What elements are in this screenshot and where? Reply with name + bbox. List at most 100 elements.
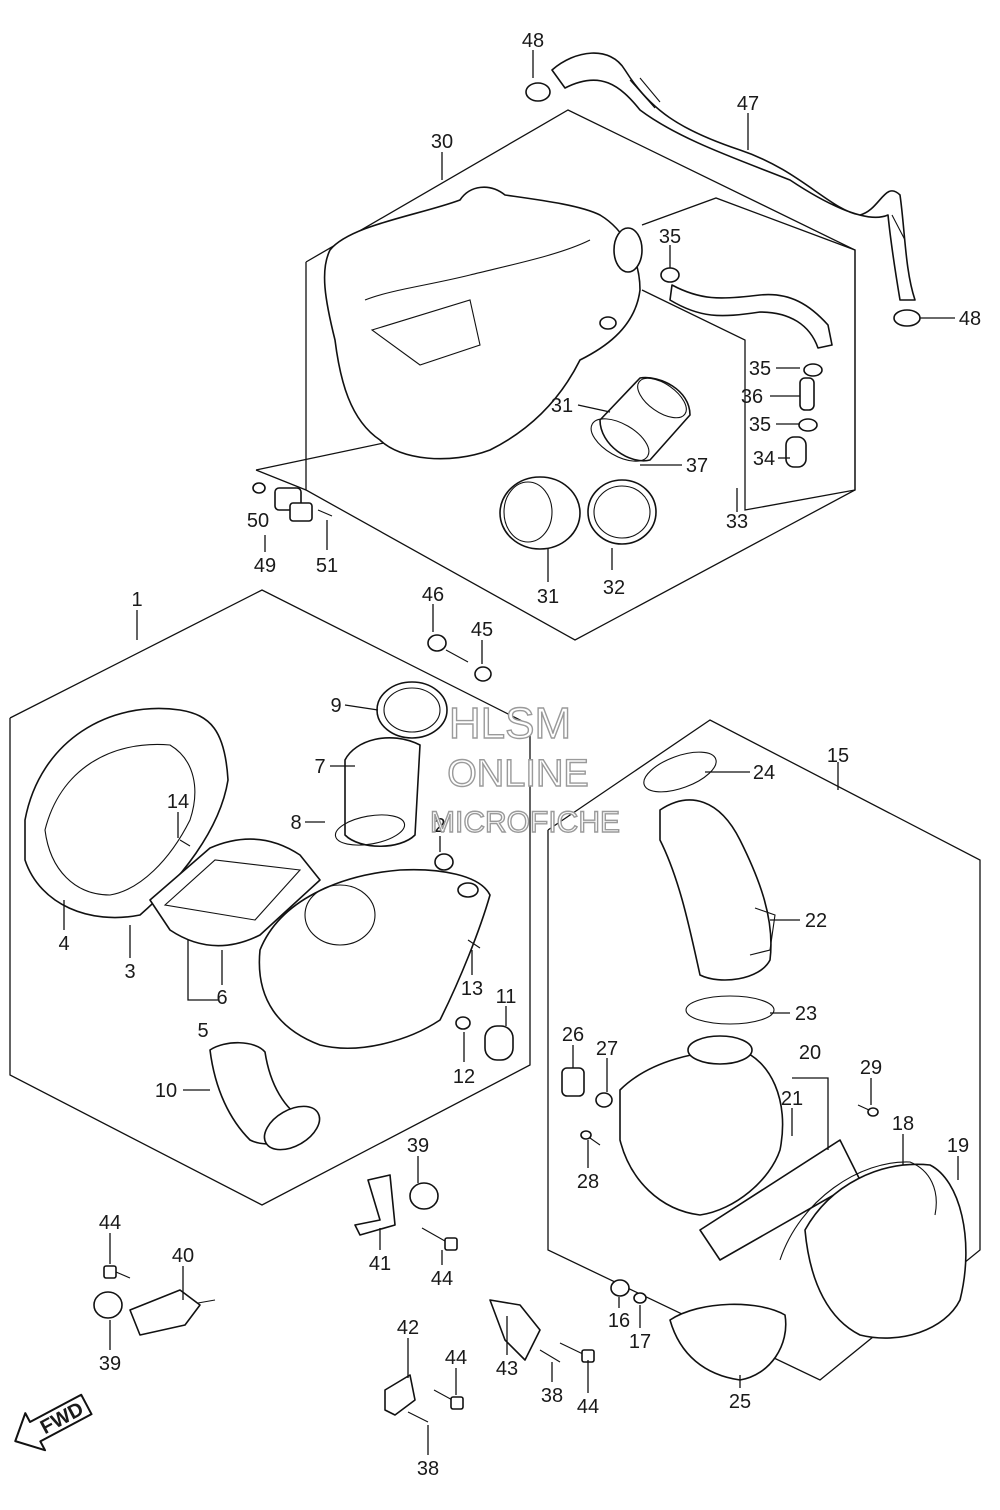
callout-22: 22	[805, 910, 827, 932]
callout-labels: 48 47 48 30 35 35 36 35 34 33 31 37 31 3…	[58, 30, 981, 1480]
callout-48-top: 48	[522, 30, 544, 52]
callout-35-low: 35	[749, 414, 771, 436]
clamp-23	[685, 995, 775, 1025]
hose-clamp-48-right	[893, 309, 921, 327]
watermark-line-1: HLSM	[449, 699, 571, 748]
clamp-32	[587, 479, 657, 545]
callout-42: 42	[397, 1317, 419, 1339]
clamp-12	[455, 1016, 471, 1030]
cover-19	[804, 1163, 967, 1339]
bracket-40	[129, 1289, 216, 1336]
callout-10: 10	[155, 1080, 177, 1102]
callout-39-upper: 39	[407, 1135, 429, 1157]
callout-7: 7	[314, 756, 325, 778]
drain-hose-33	[660, 267, 833, 468]
callout-36: 36	[741, 386, 763, 408]
callout-30: 30	[431, 131, 453, 153]
callout-12: 12	[453, 1066, 475, 1088]
duct-25	[669, 1303, 787, 1381]
callout-9: 9	[330, 695, 341, 717]
callout-50: 50	[247, 510, 269, 532]
air-cleaner-cover-4	[24, 707, 229, 919]
callout-25: 25	[729, 1391, 751, 1413]
callout-16: 16	[608, 1310, 630, 1332]
callout-18: 18	[892, 1113, 914, 1135]
clamp-27	[595, 1092, 613, 1108]
element-5	[149, 838, 321, 947]
callout-31-upper: 31	[551, 395, 573, 417]
grommet-2	[434, 853, 454, 871]
grommet-16	[610, 1279, 630, 1297]
callout-38-right: 38	[541, 1385, 563, 1407]
callout-43: 43	[496, 1358, 518, 1380]
watermark: HLSM ONLINE MICROFICHE	[429, 698, 620, 839]
air-cleaner-case-30	[323, 186, 643, 460]
damper-39-upper	[409, 1182, 439, 1210]
callout-44-right: 44	[577, 1396, 599, 1418]
duct-10	[209, 1041, 321, 1151]
callout-39-lower: 39	[99, 1353, 121, 1375]
cap-11	[484, 1025, 514, 1061]
callout-44-left: 44	[99, 1212, 121, 1234]
callout-33: 33	[726, 511, 748, 533]
bolt-44-left	[103, 1265, 131, 1279]
callout-26: 26	[562, 1024, 584, 1046]
clamp-8	[334, 814, 406, 846]
callout-23: 23	[795, 1003, 817, 1025]
callout-3: 3	[124, 961, 135, 983]
bracket-42	[384, 1374, 416, 1416]
callout-44-mid: 44	[445, 1347, 467, 1369]
cleaner-case-15	[619, 1035, 784, 1216]
intake-boot-31-lower	[499, 476, 581, 550]
leader-lines	[63, 50, 959, 1455]
callout-6: 6	[216, 987, 227, 1009]
screw-14	[179, 839, 191, 847]
callout-11: 11	[496, 986, 517, 1008]
cleaner-case-1	[258, 868, 491, 1049]
callout-17: 17	[629, 1331, 651, 1353]
callout-48-right: 48	[959, 308, 981, 330]
callout-51: 51	[316, 555, 338, 577]
callout-15: 15	[827, 745, 849, 767]
callout-21: 21	[781, 1088, 803, 1110]
bolt-38-lower	[407, 1411, 429, 1423]
callout-41: 41	[369, 1253, 391, 1275]
gasket-18	[779, 1161, 937, 1261]
hose-clamp-48-top	[525, 82, 551, 102]
callout-35-mid: 35	[749, 358, 771, 380]
watermark-line-3: MICROFICHE	[430, 806, 620, 839]
sensor-49	[252, 482, 333, 522]
intake-duct-7	[344, 681, 448, 848]
fwd-arrow-icon: FWD	[14, 1393, 93, 1452]
bracket-43	[489, 1299, 541, 1361]
callout-40: 40	[172, 1245, 194, 1267]
breather-hose-47	[551, 52, 916, 301]
screw-29	[857, 1104, 879, 1117]
washer-17	[633, 1292, 647, 1304]
damper-39-lower	[93, 1291, 123, 1319]
watermark-line-2: ONLINE	[447, 753, 588, 795]
intake-duct-22	[659, 799, 776, 981]
callout-38-lower: 38	[417, 1458, 439, 1480]
callout-31-lower: 31	[537, 586, 559, 608]
callout-13: 13	[461, 978, 483, 1000]
callout-2: 2	[434, 815, 445, 837]
callout-19: 19	[947, 1135, 969, 1157]
bolt-44-right	[559, 1342, 595, 1363]
callout-14: 14	[167, 791, 189, 813]
callout-46: 46	[422, 584, 444, 606]
bracket-41	[354, 1174, 396, 1236]
callout-34: 34	[753, 448, 775, 470]
bolt-46	[427, 634, 469, 663]
screw-28	[580, 1130, 601, 1146]
callout-4: 4	[58, 933, 69, 955]
callout-49: 49	[254, 555, 276, 577]
callout-27: 27	[596, 1038, 618, 1060]
callout-32: 32	[603, 577, 625, 599]
callout-28: 28	[577, 1171, 599, 1193]
callout-5: 5	[197, 1020, 208, 1042]
bolt-38-right	[539, 1349, 561, 1363]
bushing-26	[561, 1067, 585, 1097]
screw-13	[467, 939, 481, 949]
intake-boot-31-upper	[599, 376, 691, 462]
